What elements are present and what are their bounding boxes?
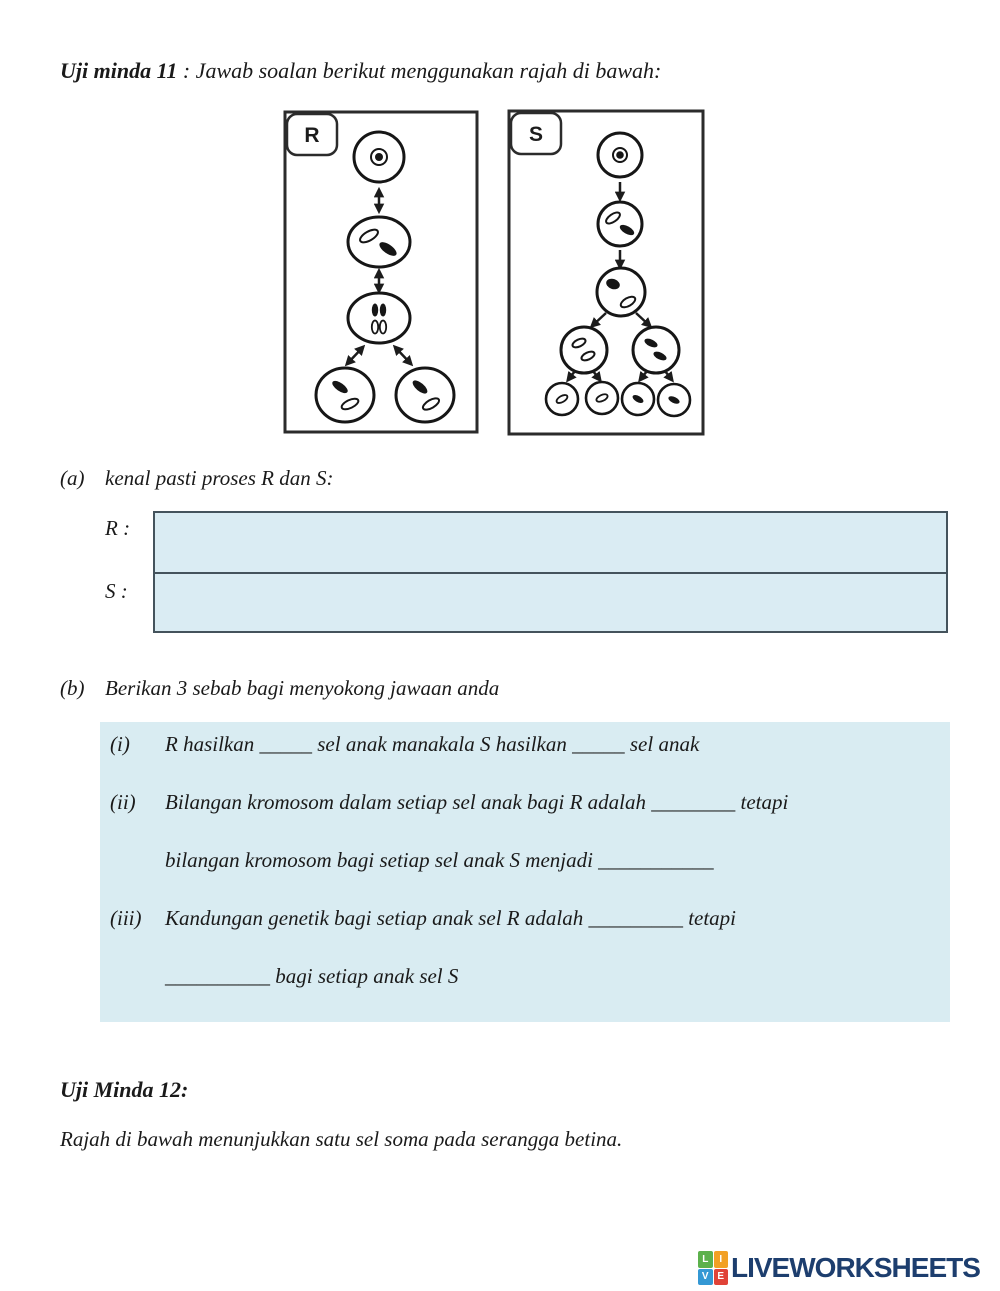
meiosis-diagram-s: S (507, 109, 705, 436)
s-intermediate-cell-right (631, 325, 681, 375)
item-i-marker: (i) (110, 732, 130, 756)
logo-square-l: L (698, 1251, 713, 1268)
diagram-r-label: R (304, 124, 319, 147)
chromosome-icon (605, 211, 621, 225)
logo-square-v: V (698, 1268, 713, 1285)
r-daughter-cell-right (394, 366, 456, 424)
chromosome-icon (619, 224, 635, 236)
s-parent-cell (596, 131, 644, 179)
r-parent-cell (352, 130, 406, 184)
liveworksheets-logo: L I V E LIVEWORKSHEETS (698, 1251, 981, 1285)
arrow-icon (638, 370, 649, 383)
answer-input-s[interactable] (155, 572, 946, 631)
r-prophase-cell (346, 215, 412, 269)
question-b-marker: (b) (60, 676, 85, 700)
item-iii-line-1: Kandungan genetik bagi setiap anak sel R… (165, 906, 737, 930)
chromosome-icon (379, 303, 387, 317)
r-daughter-cell-left (314, 366, 376, 424)
nucleus-icon (612, 147, 628, 163)
logo-square-e: E (713, 1268, 728, 1285)
chromosome-icon (668, 396, 680, 404)
reasons-panel[interactable]: (i) R hasilkan _____ sel anak manakala S… (100, 722, 950, 1022)
liveworksheets-icon: L I V E (698, 1251, 728, 1285)
answer-input-r[interactable] (155, 513, 946, 572)
r-metaphase-cell (346, 291, 412, 345)
logo-square-i: I (713, 1251, 728, 1268)
chromosome-icon (571, 337, 587, 349)
chromosome-icon (412, 380, 428, 394)
chromosome-icon (332, 380, 348, 394)
chromosome-icon (619, 295, 637, 309)
uji-minda-12-heading: Uji Minda 12: (60, 1077, 189, 1102)
liveworksheets-wordmark: LIVEWORKSHEETS (731, 1252, 981, 1283)
chromosome-icon (379, 242, 397, 256)
item-i-line: R hasilkan _____ sel anak manakala S has… (165, 732, 700, 756)
chromosome-icon (359, 228, 379, 244)
chromosome-icon (421, 397, 441, 411)
chromosome-icon (370, 319, 380, 335)
item-ii-marker: (ii) (110, 790, 136, 814)
chromosome-icon (378, 319, 388, 335)
arrow-icon (566, 370, 577, 383)
arrow-icon (591, 370, 602, 383)
chromosome-icon (595, 393, 609, 403)
arrow-icon (589, 312, 607, 329)
diagram-s-label-box (509, 111, 563, 156)
question-a-prompt: kenal pasti proses R dan S: (105, 466, 334, 490)
diagram-s-label: S (529, 123, 543, 146)
mitosis-diagram-r: R (283, 110, 479, 434)
item-ii-line-2: bilangan kromosom bagi setiap sel anak S… (165, 848, 714, 872)
chromosome-icon (555, 394, 569, 404)
s-metaphase-cell (595, 266, 647, 318)
item-ii-line-1: Bilangan kromosom dalam setiap sel anak … (165, 790, 789, 814)
chromosome-icon (580, 350, 596, 362)
page-title: Uji minda 11 : Jawab soalan berikut meng… (60, 58, 661, 84)
item-iii-line-2: __________ bagi setiap anak sel S (165, 964, 459, 988)
s-gamete-cell-4 (656, 382, 692, 418)
page-title-bold: Uji minda 11 (60, 58, 178, 83)
s-gamete-cell-2 (584, 380, 620, 416)
question-a-marker: (a) (60, 466, 85, 490)
nucleus-icon (370, 148, 388, 166)
question-b-prompt: Berikan 3 sebab bagi menyokong jawaan an… (105, 676, 500, 700)
double-arrow-icon (344, 344, 366, 367)
uji-minda-12-text: Rajah di bawah menunjukkan satu sel soma… (60, 1127, 623, 1151)
s-intermediate-cell-left (559, 325, 609, 375)
answer-box (153, 511, 948, 633)
chromosome-icon (653, 351, 667, 361)
arrow-icon (635, 312, 653, 329)
answer-label-r: R : (105, 516, 131, 540)
item-iii-marker: (iii) (110, 906, 142, 930)
answer-label-s: S : (105, 579, 128, 603)
s-gamete-cell-1 (544, 381, 580, 417)
s-gamete-cell-3 (620, 381, 656, 417)
chromosome-icon (371, 303, 379, 317)
chromosome-icon (644, 338, 658, 348)
arrow-icon (663, 370, 674, 383)
double-arrow-icon (392, 344, 414, 367)
s-prophase-cell (596, 200, 644, 248)
page-title-rest: : Jawab soalan berikut menggunakan rajah… (177, 58, 662, 83)
diagram-r-label-box (285, 112, 339, 157)
chromosome-icon (340, 397, 360, 411)
chromosome-icon (606, 278, 620, 290)
chromosome-icon (632, 395, 644, 403)
